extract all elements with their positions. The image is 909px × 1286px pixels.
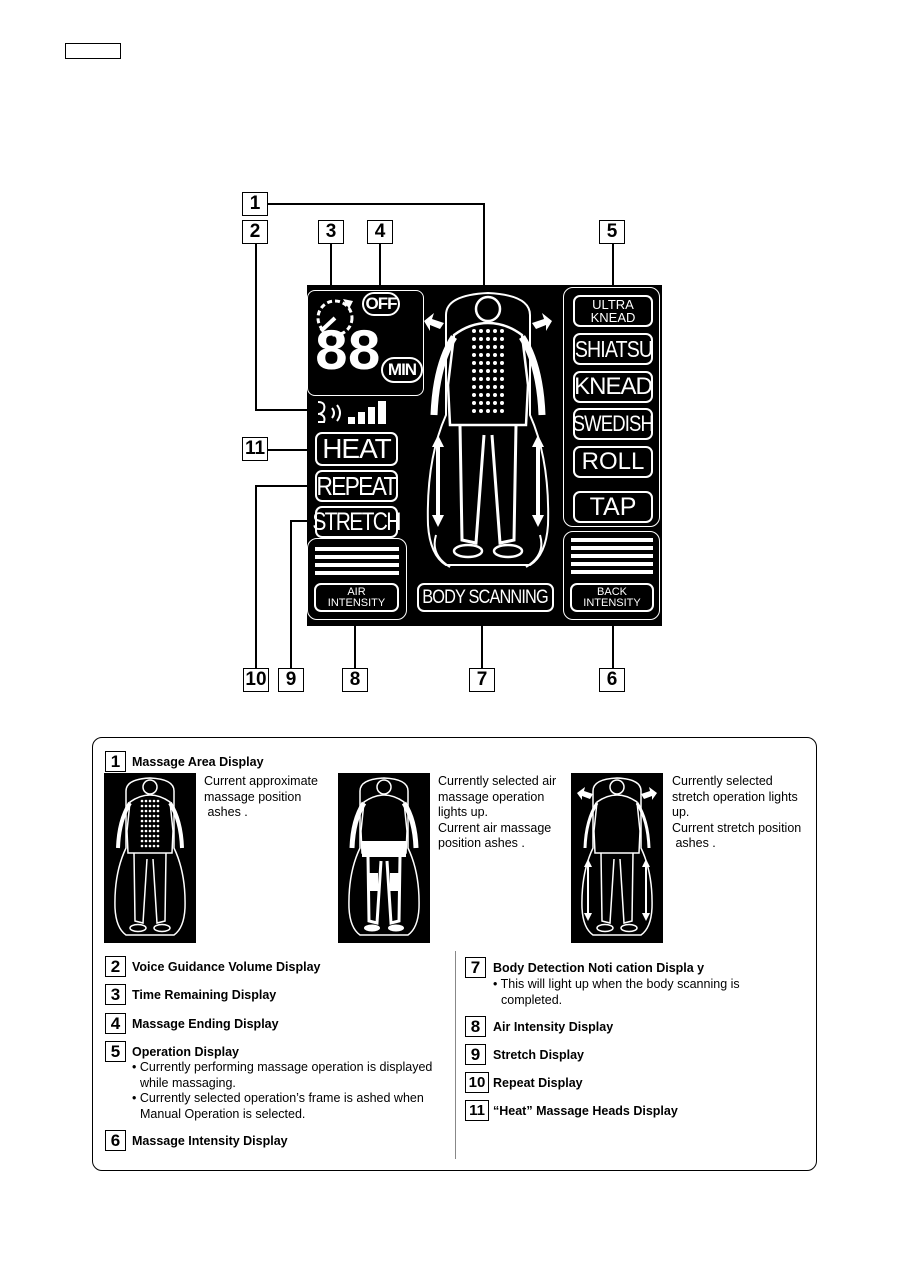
legend-num-6: 6 bbox=[105, 1130, 126, 1151]
leader-9 bbox=[290, 520, 292, 668]
stretch-display: STRETCH bbox=[313, 506, 402, 538]
legend-title-6: Massage Intensity Display bbox=[132, 1134, 288, 1148]
leader-2 bbox=[255, 244, 257, 410]
shiatsu-display: SHIATSU bbox=[573, 333, 653, 365]
off-indicator: OFF bbox=[362, 292, 400, 316]
callout-8: 8 bbox=[342, 668, 368, 692]
legend-title-2: Voice Guidance Volume Display bbox=[132, 960, 321, 974]
legend-num-10: 10 bbox=[465, 1072, 489, 1093]
callout-7: 7 bbox=[469, 668, 495, 692]
leader-1v bbox=[483, 203, 485, 291]
legend-num-5: 5 bbox=[105, 1041, 126, 1062]
callout-1: 1 bbox=[242, 192, 268, 216]
legend-title-1: Massage Area Display bbox=[132, 755, 264, 769]
legend-num-8: 8 bbox=[465, 1016, 486, 1037]
legend-num-7: 7 bbox=[465, 957, 486, 978]
callout-3: 3 bbox=[318, 220, 344, 244]
lcd-panel: OFF 88 MIN HEAT REPEAT STRETCH AIR INTEN… bbox=[307, 285, 662, 626]
leader-3 bbox=[330, 244, 332, 290]
ultra-knead-display: ULTRA KNEAD bbox=[573, 295, 653, 327]
legend-title-7: Body Detection Noti cation Displa y bbox=[493, 961, 705, 975]
leader-1 bbox=[268, 203, 484, 205]
callout-9: 9 bbox=[278, 668, 304, 692]
leader-7 bbox=[481, 608, 483, 668]
volume-bar-2 bbox=[358, 412, 365, 424]
callout-10: 10 bbox=[243, 668, 269, 692]
leader-5 bbox=[612, 244, 614, 286]
tap-display: TAP bbox=[573, 491, 653, 523]
item5-bullets: • Currently performing massage operation… bbox=[132, 1060, 433, 1121]
legend-title-11: “Heat” Massage Heads Display bbox=[493, 1104, 678, 1118]
volume-bar-3 bbox=[368, 407, 375, 424]
legend-title-10: Repeat Display bbox=[493, 1076, 583, 1090]
callout-11: 11 bbox=[242, 437, 268, 461]
callout-6: 6 bbox=[599, 668, 625, 692]
legend-num-9: 9 bbox=[465, 1044, 486, 1065]
air-intensity-label: AIR INTENSITY bbox=[314, 583, 399, 612]
voice-guidance-icon bbox=[317, 401, 386, 424]
swedish-display: SWEDISH bbox=[573, 408, 654, 440]
leader-9h bbox=[290, 520, 313, 522]
volume-bar-1 bbox=[348, 417, 355, 424]
thumb-air-massage bbox=[338, 773, 430, 943]
legend-num-11: 11 bbox=[465, 1100, 489, 1121]
leader-4 bbox=[379, 244, 381, 290]
legend-title-4: Massage Ending Display bbox=[132, 1017, 279, 1031]
leader-11 bbox=[268, 449, 312, 451]
body-scanning-display: BODY SCANNING bbox=[417, 583, 554, 612]
legend-num-2: 2 bbox=[105, 956, 126, 977]
legend-num-4: 4 bbox=[105, 1013, 126, 1034]
legend-title-8: Air Intensity Display bbox=[493, 1020, 614, 1034]
roll-display: ROLL bbox=[573, 446, 653, 478]
leader-10h bbox=[255, 485, 313, 487]
callout-4: 4 bbox=[367, 220, 393, 244]
back-intensity-label: BACK INTENSITY bbox=[570, 583, 654, 612]
massage-area-figure bbox=[424, 291, 552, 568]
min-label: MIN bbox=[381, 357, 423, 383]
heat-display: HEAT bbox=[315, 432, 398, 466]
legend-box: 1 Massage Area Display bbox=[92, 737, 817, 1171]
time-remaining-digits: 88 bbox=[314, 322, 382, 387]
callout-5: 5 bbox=[599, 220, 625, 244]
page-tag-box bbox=[65, 43, 121, 59]
air-intensity-bars bbox=[315, 547, 399, 575]
leader-6 bbox=[612, 620, 614, 668]
leader-10 bbox=[255, 485, 257, 668]
legend-title-5: Operation Display bbox=[132, 1045, 239, 1059]
legend-column-divider bbox=[455, 951, 456, 1159]
leader-8 bbox=[354, 620, 356, 668]
thumb-massage-area bbox=[104, 773, 196, 943]
air-intensity-frame bbox=[307, 538, 407, 620]
repeat-display: REPEAT bbox=[315, 470, 398, 502]
thumb-stretch bbox=[571, 773, 663, 943]
legend-num-1: 1 bbox=[105, 751, 126, 772]
time-group-frame bbox=[307, 290, 424, 396]
back-intensity-bars bbox=[571, 538, 653, 574]
legend-title-3: Time Remaining Display bbox=[132, 988, 277, 1002]
operation-display-frame bbox=[563, 287, 660, 527]
volume-bar-4 bbox=[378, 401, 386, 424]
back-intensity-frame bbox=[563, 531, 660, 620]
leader-2h bbox=[255, 409, 313, 411]
legend-title-9: Stretch Display bbox=[493, 1048, 585, 1062]
knead-display: KNEAD bbox=[573, 371, 653, 403]
callout-2: 2 bbox=[242, 220, 268, 244]
clock-icon bbox=[316, 299, 354, 337]
legend-num-3: 3 bbox=[105, 984, 126, 1005]
item7-bullets: • This will light up when the body scann… bbox=[493, 977, 740, 1007]
